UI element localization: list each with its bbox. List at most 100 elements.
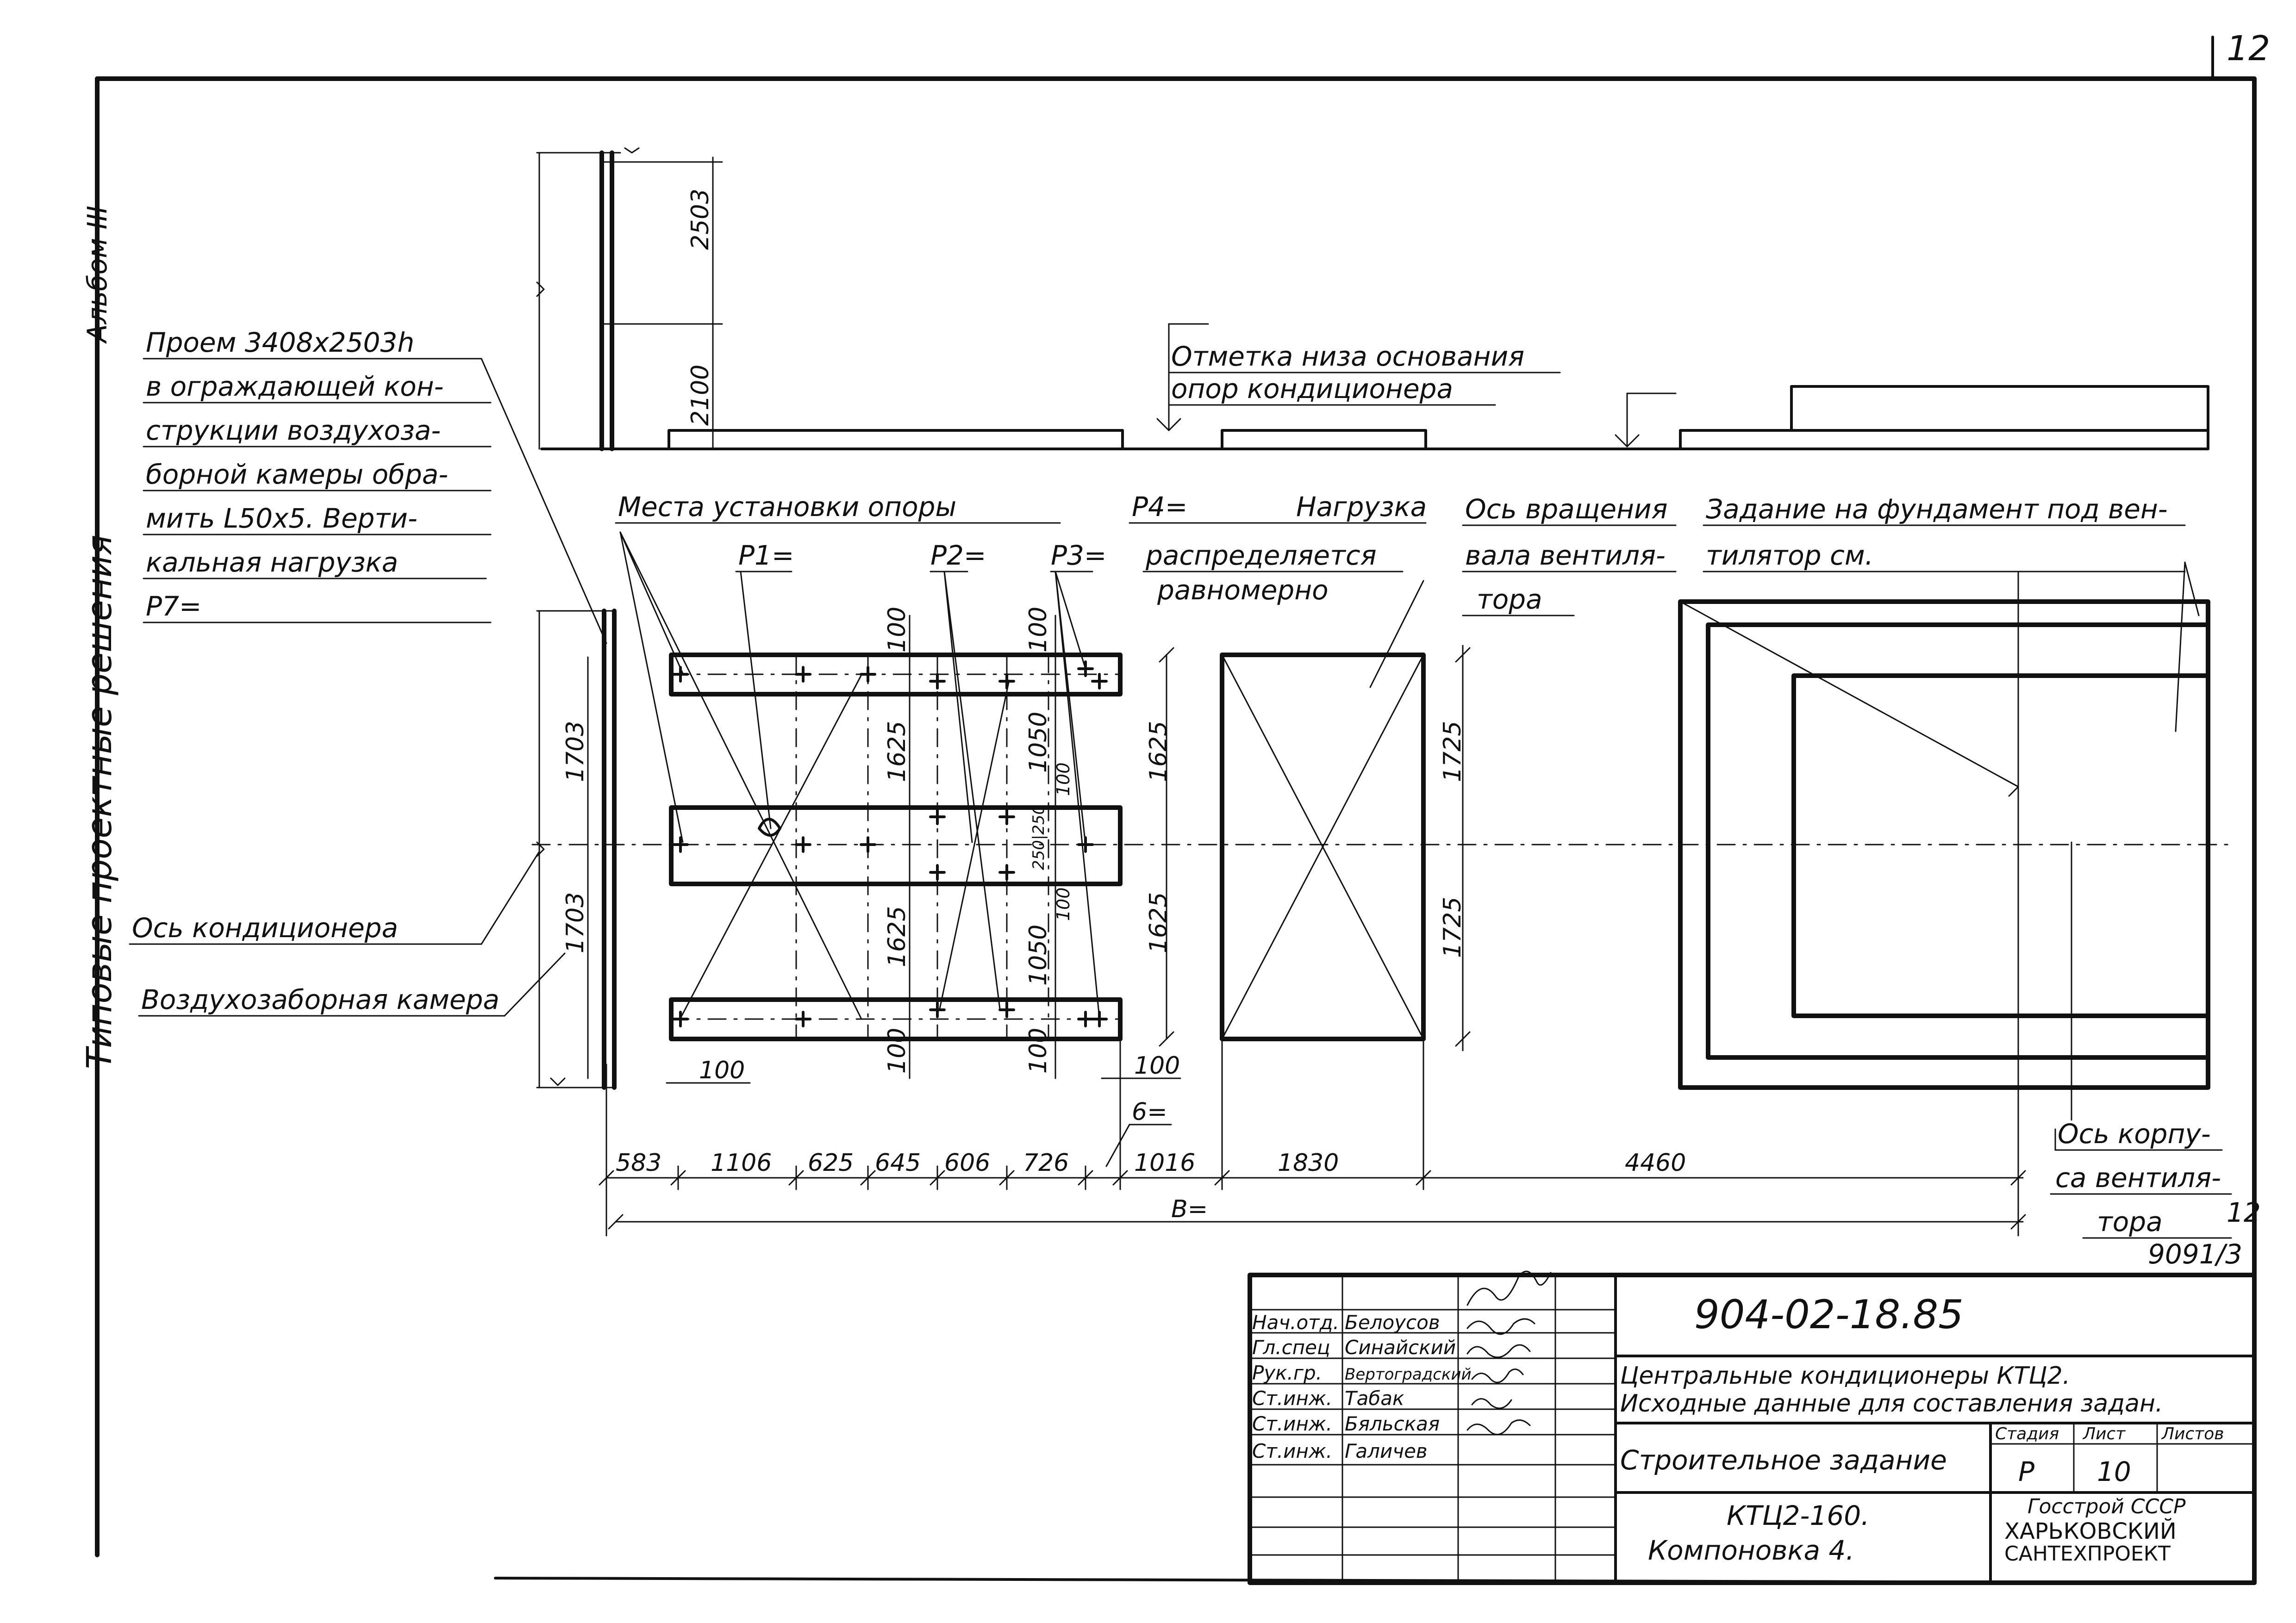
load-p4-line3: равномерно <box>1157 574 1329 606</box>
opening-line4: борной камеры обра- <box>146 459 448 490</box>
b-value-note: 6= <box>1132 1098 1167 1126</box>
reference-sheet: 12 <box>2227 1197 2261 1228</box>
rotation-axis-line1: Ось вращения <box>1465 493 1668 525</box>
dim-1625-c: 1625 <box>1145 721 1173 782</box>
album-title: Альбом III <box>81 205 113 344</box>
sheet-header: Лист <box>2082 1424 2126 1443</box>
dim-100-e: 100 <box>1053 887 1073 921</box>
org-line3: САНТЕХПРОЕКТ <box>2004 1542 2171 1566</box>
staff-name-4: Табак <box>1345 1387 1404 1410</box>
stage-value: Р <box>2018 1456 2034 1487</box>
chain-625: 625 <box>808 1149 854 1177</box>
dim-1625-b: 1625 <box>883 906 911 967</box>
support-places-note: Места установки опоры <box>618 491 956 522</box>
chain-583: 583 <box>616 1149 661 1177</box>
dim-100-a: 100 <box>883 607 911 653</box>
dim-1725-a: 1725 <box>1439 721 1466 782</box>
opening-line1: Проем 3408x2503h <box>146 327 414 358</box>
title-block <box>1248 1270 2257 1585</box>
b-total-label: B= <box>1171 1195 1208 1223</box>
load-p4-word: Нагрузка <box>1296 491 1427 522</box>
chain-4460: 4460 <box>1625 1149 1686 1177</box>
chain-1830: 1830 <box>1278 1149 1339 1177</box>
fan-body-axis-line3: тора <box>2097 1206 2163 1237</box>
staff-name-2: Синайский <box>1345 1336 1456 1359</box>
series-title: Типовые проектные решения <box>80 535 119 1069</box>
dim-1050-a: 1050 <box>1024 712 1052 773</box>
title-line2: Исходные данные для составления задан. <box>1620 1390 2163 1418</box>
dim-100-d: 100 <box>1053 762 1073 796</box>
title-line1: Центральные кондиционеры КТЦ2. <box>1620 1362 2070 1390</box>
chain-726: 726 <box>1023 1149 1069 1177</box>
page-number: 12 <box>2227 29 2270 68</box>
document-number: 904-02-18.85 <box>1694 1292 1964 1338</box>
org-line1: Госстрой СССР <box>2028 1495 2186 1518</box>
stage-header: Стадия <box>1995 1424 2059 1443</box>
dim-100-f: 100 <box>1024 1028 1052 1074</box>
sheet-value: 10 <box>2097 1456 2131 1487</box>
staff-role-1: Нач.отд. <box>1252 1311 1339 1334</box>
dim-1625-a: 1625 <box>883 721 911 782</box>
opening-line5: мить L50x5. Верти- <box>146 503 418 534</box>
intake-chamber-label: Воздухозаборная камера <box>141 984 499 1015</box>
opening-line7: P7= <box>146 591 201 622</box>
chain-1016: 1016 <box>1134 1149 1195 1177</box>
chain-1106: 1106 <box>711 1149 772 1177</box>
staff-role-4: Ст.инж. <box>1252 1387 1332 1410</box>
small-dims <box>666 1077 1181 1084</box>
opening-note: Проем 3408x2503h в ограждающей кон- стру… <box>143 327 607 644</box>
staff-name-3: Вертоградский <box>1345 1365 1472 1384</box>
dim-100-left: 100 <box>699 1057 745 1084</box>
dim-2100: 2100 <box>686 365 714 426</box>
foundation-task-line2: тилятор см. <box>1706 540 1873 571</box>
elevation-mark-line2: опор кондиционера <box>1171 373 1453 404</box>
staff-role-2: Гл.спец <box>1252 1336 1330 1359</box>
chain-606: 606 <box>944 1149 990 1177</box>
dim-1703-bottom: 1703 <box>562 892 589 953</box>
staff-role-5: Ст.инж. <box>1252 1412 1332 1435</box>
dim-1725-b: 1725 <box>1439 897 1466 958</box>
fan-body-axis-line2: са вентиля- <box>2055 1162 2221 1194</box>
dimension-chain <box>599 1040 2026 1237</box>
fan-body-axis-line1: Ось корпу- <box>2058 1118 2211 1150</box>
elevation-mark-note: Отметка низа основания опор кондиционера <box>1168 341 1561 406</box>
sheet-frame <box>95 36 2257 1585</box>
load-p4: P4= <box>1132 491 1187 522</box>
staff-role-6: Ст.инж. <box>1252 1440 1332 1462</box>
rotation-axis-line3: тора <box>1477 584 1542 615</box>
staff-name-1: Белоусов <box>1345 1311 1440 1334</box>
chain-645: 645 <box>875 1149 921 1177</box>
sheets-header: Листов <box>2161 1424 2224 1443</box>
subject: Строительное задание <box>1620 1444 1947 1476</box>
plan-view <box>531 531 2232 1227</box>
dim-1703-top: 1703 <box>562 721 589 782</box>
elevation-view <box>536 147 2209 451</box>
opening-line3: струкции воздухоза- <box>146 415 441 446</box>
load-p4-line2: распределяется <box>1145 540 1377 571</box>
dim-100-c: 100 <box>1024 607 1052 653</box>
dim-250: 250|250 <box>1029 805 1048 870</box>
variant-line2: Компоновка 4. <box>1648 1535 1854 1566</box>
opening-line6: кальная нагрузка <box>146 547 398 578</box>
variant-line1: КТЦ2-160. <box>1727 1500 1870 1531</box>
opening-line2: в ограждающей кон- <box>146 371 443 402</box>
staff-role-3: Рук.гр. <box>1252 1362 1322 1384</box>
load-p3: P3= <box>1051 540 1106 571</box>
foundation-task-line1: Задание на фундамент под вен- <box>1706 493 2168 525</box>
elevation-mark-line1: Отметка низа основания <box>1171 341 1524 372</box>
load-p1: P1= <box>738 540 794 571</box>
staff-name-6: Галичев <box>1345 1440 1428 1462</box>
staff-name-5: Бяльская <box>1345 1412 1440 1435</box>
plan-notes <box>129 522 2232 1239</box>
conditioner-axis-label: Ось кондиционера <box>132 912 398 944</box>
dim-2503: 2503 <box>686 189 714 250</box>
load-p2: P2= <box>930 540 986 571</box>
rotation-axis-line2: вала вентиля- <box>1465 540 1666 571</box>
dim-1625-d: 1625 <box>1145 892 1173 953</box>
dim-100-b: 100 <box>883 1028 911 1074</box>
dim-1050-b: 1050 <box>1024 925 1052 986</box>
org-line2: ХАРЬКОВСКИЙ <box>2004 1518 2177 1544</box>
reference-number: 9091/3 <box>2148 1238 2242 1270</box>
dim-100-right: 100 <box>1134 1052 1180 1080</box>
